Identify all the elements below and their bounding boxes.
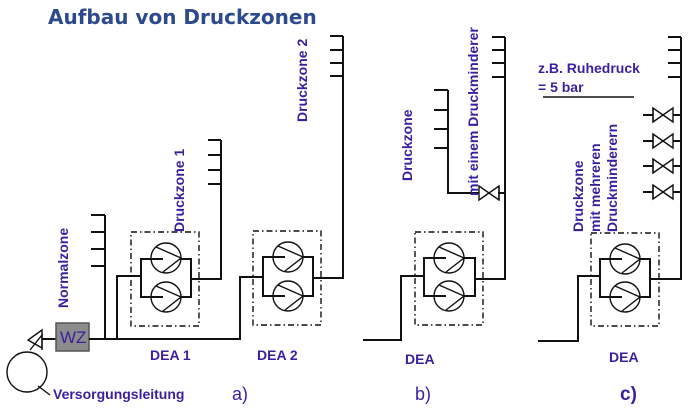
label-b-druckzone: Druckzone xyxy=(399,109,415,181)
pressure-reducer-icon xyxy=(478,185,500,201)
page-title: Aufbau von Druckzonen xyxy=(48,5,317,29)
panel-c: z.B. Ruhedruck = 5 bar Druckzone mit meh… xyxy=(538,36,682,405)
pressure-reducer-icon xyxy=(643,107,681,123)
label-dea-b: DEA xyxy=(405,351,435,367)
pressure-reducer-icon xyxy=(643,158,681,174)
label-dea1: DEA 1 xyxy=(150,347,191,363)
label-druckzone-2: Druckzone 2 xyxy=(294,39,310,122)
label-ruhedruck: z.B. Ruhedruck xyxy=(538,60,640,76)
panel-label-b: b) xyxy=(415,384,431,404)
panel-a: WZ Normalzone Druckzone 1 xyxy=(6,35,344,404)
label-c-druckzone: Druckzone xyxy=(570,160,586,232)
check-valve-icon xyxy=(26,328,43,350)
label-normalzone: Normalzone xyxy=(55,228,71,308)
water-meter-label: WZ xyxy=(60,328,86,347)
label-dea-c: DEA xyxy=(609,349,639,365)
dea-c-box xyxy=(590,232,660,327)
label-b-druckminderer: mit einem Druckminderer xyxy=(465,27,481,196)
pressure-reducer-icon xyxy=(643,184,681,200)
label-5-bar: = 5 bar xyxy=(538,79,584,95)
panel-label-c: c) xyxy=(620,384,637,405)
label-c-mehreren: mit mehreren xyxy=(587,143,603,232)
label-versorgungsleitung: Versorgungsleitung xyxy=(53,386,184,402)
label-dea2: DEA 2 xyxy=(257,347,298,363)
panel-b: Druckzone mit einem Druckminderer DEA b) xyxy=(363,27,506,404)
panel-label-a: a) xyxy=(232,384,248,404)
supply-pump-icon xyxy=(6,351,48,393)
water-meter-box xyxy=(55,322,90,352)
label-druckzone-1: Druckzone 1 xyxy=(171,149,187,232)
pressure-reducer-icon xyxy=(643,133,681,149)
dea-b-box xyxy=(414,231,484,326)
label-c-druckminderern: Druckminderern xyxy=(604,124,620,232)
